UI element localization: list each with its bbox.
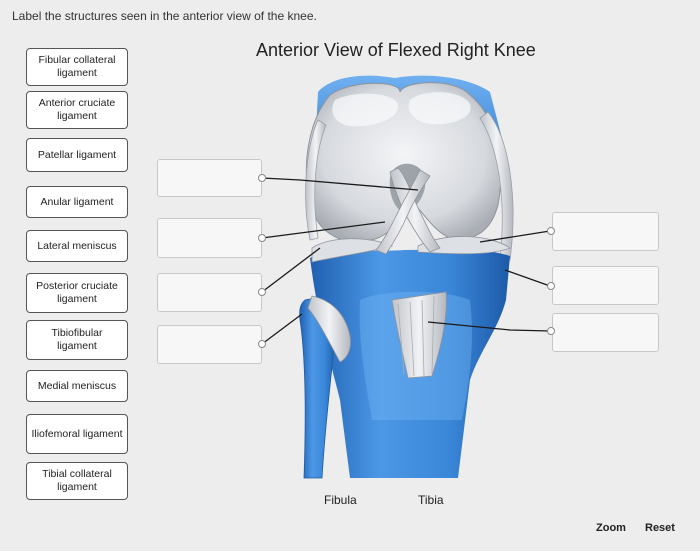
term-label: Medial meniscus [37,379,117,392]
leader-line [261,313,303,345]
drop-zone-4[interactable] [157,325,262,364]
lateral-meniscus-shape [311,238,394,263]
term-posterior-cruciate-ligament[interactable]: Posterior cruciate ligament [26,273,128,313]
connector-dot [547,227,555,235]
leader-line [261,177,419,191]
term-iliofemoral-ligament[interactable]: Iliofemoral ligament [26,414,128,454]
term-label: Anterior cruciate ligament [38,97,116,122]
drop-zone-7[interactable] [552,313,659,352]
drop-zone-1[interactable] [157,159,262,197]
leader-lines [261,177,551,345]
drop-zone-3[interactable] [157,273,262,312]
leader-line [261,247,321,293]
connector-dot [547,282,555,290]
drop-zone-2[interactable] [157,218,262,258]
tibia-label: Tibia [418,493,444,507]
term-anular-ligament[interactable]: Anular ligament [26,186,128,218]
term-label: Iliofemoral ligament [31,427,123,440]
connector-dot [258,288,266,296]
term-label: Anular ligament [40,195,114,208]
leader-line [261,221,386,239]
ligament-fibers [397,295,435,377]
instruction-text: Label the structures seen in the anterio… [12,9,317,23]
term-tibial-collateral-ligament[interactable]: Tibial collateral ligament [26,462,128,500]
zoom-button[interactable]: Zoom [596,522,626,534]
term-label: Patellar ligament [37,148,117,161]
reset-button[interactable]: Reset [645,522,675,534]
term-label: Lateral meniscus [37,239,117,252]
term-medial-meniscus[interactable]: Medial meniscus [26,370,128,402]
term-label: Tibiofibular ligament [51,327,103,352]
term-anterior-cruciate-ligament[interactable]: Anterior cruciate ligament [26,91,128,129]
leader-line [427,321,551,332]
connector-dot [258,340,266,348]
term-label: Posterior cruciate ligament [36,280,118,305]
condyle-highlight [408,92,471,125]
term-tibiofibular-ligament[interactable]: Tibiofibular ligament [26,320,128,360]
term-lateral-meniscus[interactable]: Lateral meniscus [26,230,128,262]
leader-line [479,230,551,243]
term-patellar-ligament[interactable]: Patellar ligament [26,138,128,172]
term-label: Tibial collateral ligament [42,468,112,493]
cruciate-ligament-b [375,169,431,255]
lateral-ligament [305,119,327,241]
fibula-label: Fibula [324,493,357,507]
connector-dot [547,327,555,335]
tibiofibular-ligament-shape [307,295,351,363]
drop-zone-6[interactable] [552,266,659,305]
condyle-highlight [332,93,399,127]
diagram-title: Anterior View of Flexed Right Knee [256,40,536,60]
term-fibular-collateral-ligament[interactable]: Fibular collateral ligament [26,48,128,86]
connector-dot [258,174,266,182]
connector-dot [258,234,266,242]
drop-zone-5[interactable] [552,212,659,251]
term-label: Fibular collateral ligament [38,54,116,79]
leader-line [504,269,551,287]
